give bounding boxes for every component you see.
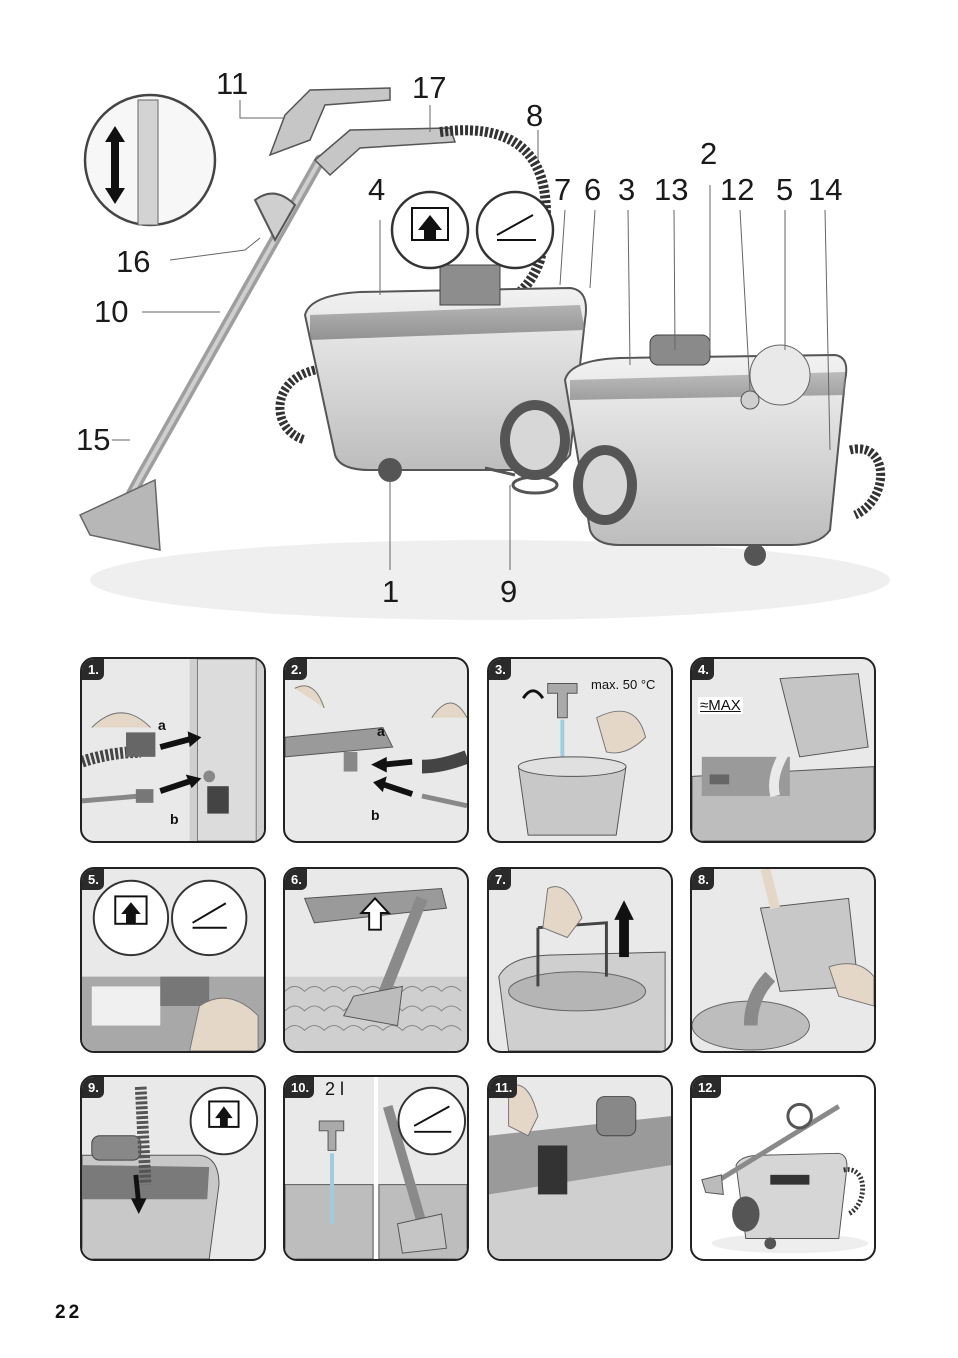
callout-5: 5: [776, 172, 794, 207]
step-number: 8.: [692, 869, 714, 890]
switch-on-illustration: [82, 879, 264, 1051]
page-number: 22: [55, 1302, 83, 1323]
callout-16: 16: [116, 244, 151, 279]
step-panel-5: 5.: [80, 867, 266, 1053]
label-a: a: [377, 723, 385, 739]
step-number: 1.: [82, 659, 104, 680]
step-number: 5.: [82, 869, 104, 890]
fill-detergent-illustration: [692, 673, 874, 841]
step-number: 4.: [692, 659, 714, 680]
label-a: a: [158, 717, 166, 733]
callout-14: 14: [808, 172, 843, 207]
step-number: 7.: [489, 869, 511, 890]
step-number: 2.: [285, 659, 307, 680]
callout-1: 1: [382, 574, 400, 609]
callout-12: 12: [720, 172, 755, 207]
callout-2: 2: [700, 136, 718, 171]
step-number: 9.: [82, 1077, 104, 1098]
label-b: b: [170, 811, 179, 827]
step-panel-11: 11.: [487, 1075, 673, 1261]
spray-carpet-illustration: [285, 888, 467, 1051]
step-panel-1: 1. a b: [80, 657, 266, 843]
step-number: 12.: [692, 1077, 722, 1098]
step-number: 11.: [489, 1077, 518, 1098]
callout-7: 7: [554, 172, 572, 207]
step-panel-7: 7.: [487, 867, 673, 1053]
rinse-system-illustration: [285, 1077, 467, 1259]
callout-3: 3: [618, 172, 636, 207]
step-number: 3.: [489, 659, 511, 680]
callout-17: 17: [412, 70, 447, 105]
step-panel-6: 6.: [283, 867, 469, 1053]
fill-bucket-illustration: [517, 682, 647, 836]
device-overview-illustration: 11 17 8 2 4 7 6 3 13 12 5 14 16 10 15 1 …: [60, 60, 900, 620]
callout-6: 6: [584, 172, 602, 207]
max-level-label: ≈MAX: [698, 697, 743, 714]
callout-13: 13: [654, 172, 689, 207]
device-overview-drawing: [78, 87, 890, 620]
step-panel-3: 3. max. 50 °C: [487, 657, 673, 843]
callout-11: 11: [216, 66, 249, 101]
temperature-label: max. 50 °C: [591, 677, 656, 692]
label-b: b: [371, 807, 380, 823]
callout-8: 8: [526, 98, 544, 133]
step-panel-10: 10. 2 l: [283, 1075, 469, 1261]
clean-filter-illustration: [489, 1084, 671, 1259]
callout-10: 10: [94, 294, 129, 329]
step-number: 10.: [285, 1077, 315, 1098]
connect-spray-gun-illustration: [285, 685, 467, 809]
water-quantity-label: 2 l: [325, 1079, 345, 1099]
step-panel-9: 9.: [80, 1075, 266, 1261]
callout-9: 9: [500, 574, 518, 609]
connect-hose-illustration: [82, 659, 264, 841]
callout-4: 4: [368, 172, 386, 207]
step-number: 6.: [285, 869, 307, 890]
step-panel-12: 12.: [690, 1075, 876, 1261]
empty-tank-illustration: [692, 869, 874, 1051]
step-panel-8: 8.: [690, 867, 876, 1053]
step-panel-2: 2. a b: [283, 657, 469, 843]
step-panel-4: 4. ≈MAX: [690, 657, 876, 843]
remove-tank-illustration: [498, 886, 666, 1051]
rinse-hose-illustration: [82, 1086, 259, 1259]
storage-illustration: [701, 1102, 869, 1254]
callout-15: 15: [76, 422, 111, 457]
